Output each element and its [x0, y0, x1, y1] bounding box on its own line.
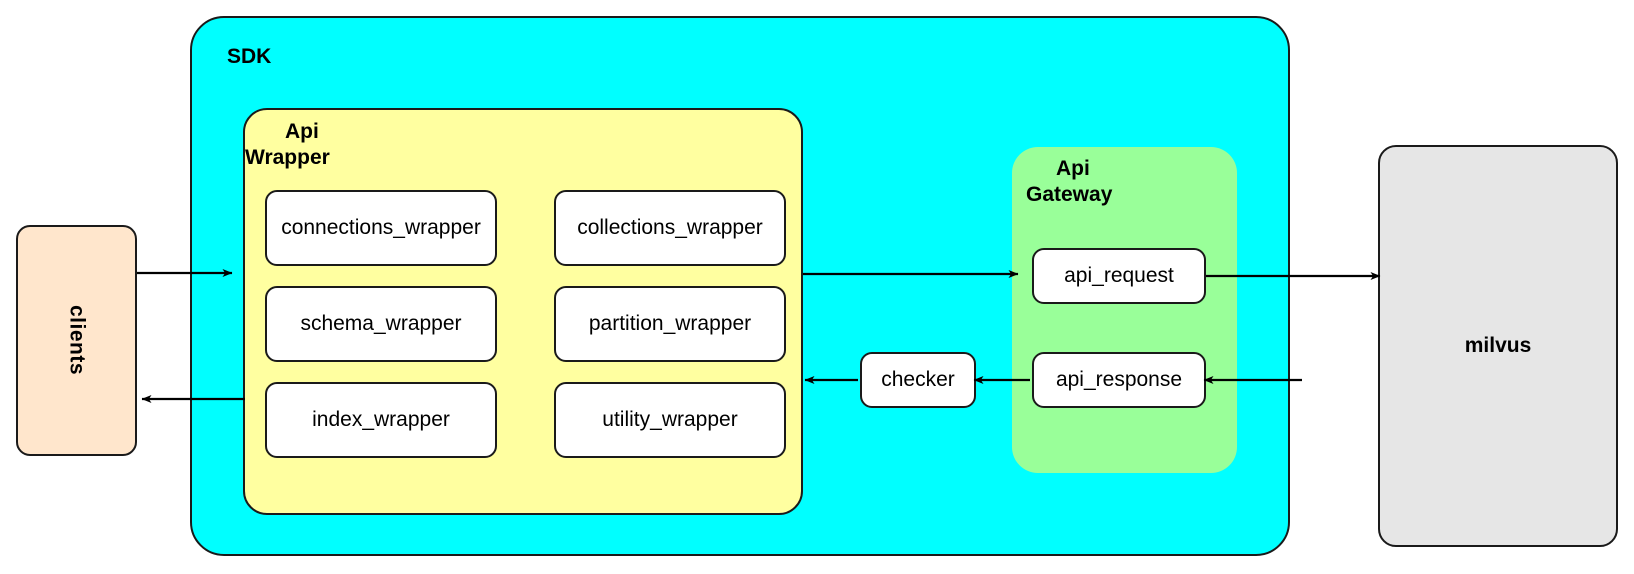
- api-gateway-label: Api Gateway: [1026, 156, 1226, 207]
- module-schema-wrapper[interactable]: schema_wrapper: [265, 286, 497, 362]
- module-index-wrapper[interactable]: index_wrapper: [265, 382, 497, 458]
- api-gateway-container[interactable]: Api Gateway: [1012, 147, 1237, 473]
- module-label: utility_wrapper: [602, 408, 738, 431]
- module-api-request[interactable]: api_request: [1032, 248, 1206, 304]
- module-utility-wrapper[interactable]: utility_wrapper: [554, 382, 786, 458]
- api-gateway-label-line2: Gateway: [1026, 182, 1113, 206]
- milvus-node[interactable]: milvus: [1378, 145, 1618, 547]
- module-label: index_wrapper: [312, 408, 450, 431]
- module-label: partition_wrapper: [588, 312, 752, 335]
- module-connections-wrapper[interactable]: connections_wrapper: [265, 190, 497, 266]
- module-label: api_request: [1064, 264, 1174, 287]
- clients-node[interactable]: clients: [16, 225, 137, 456]
- api-wrapper-label-line2: Wrapper: [245, 145, 330, 169]
- sdk-label: SDK: [227, 45, 272, 68]
- module-label: schema_wrapper: [300, 312, 462, 335]
- module-api-response[interactable]: api_response: [1032, 352, 1206, 408]
- milvus-label: milvus: [1464, 334, 1532, 357]
- module-label: connections_wrapper: [281, 216, 481, 239]
- module-label: collections_wrapper: [577, 216, 763, 239]
- module-collections-wrapper[interactable]: collections_wrapper: [554, 190, 786, 266]
- module-partition-wrapper[interactable]: partition_wrapper: [554, 286, 786, 362]
- module-label: api_response: [1055, 368, 1183, 391]
- api-gateway-label-line1: Api: [1056, 157, 1090, 180]
- checker-node[interactable]: checker: [860, 352, 976, 408]
- checker-label: checker: [881, 368, 955, 391]
- clients-label: clients: [65, 305, 89, 376]
- api-wrapper-label-line1: Api: [285, 120, 319, 143]
- api-wrapper-label: Api Wrapper: [245, 119, 463, 170]
